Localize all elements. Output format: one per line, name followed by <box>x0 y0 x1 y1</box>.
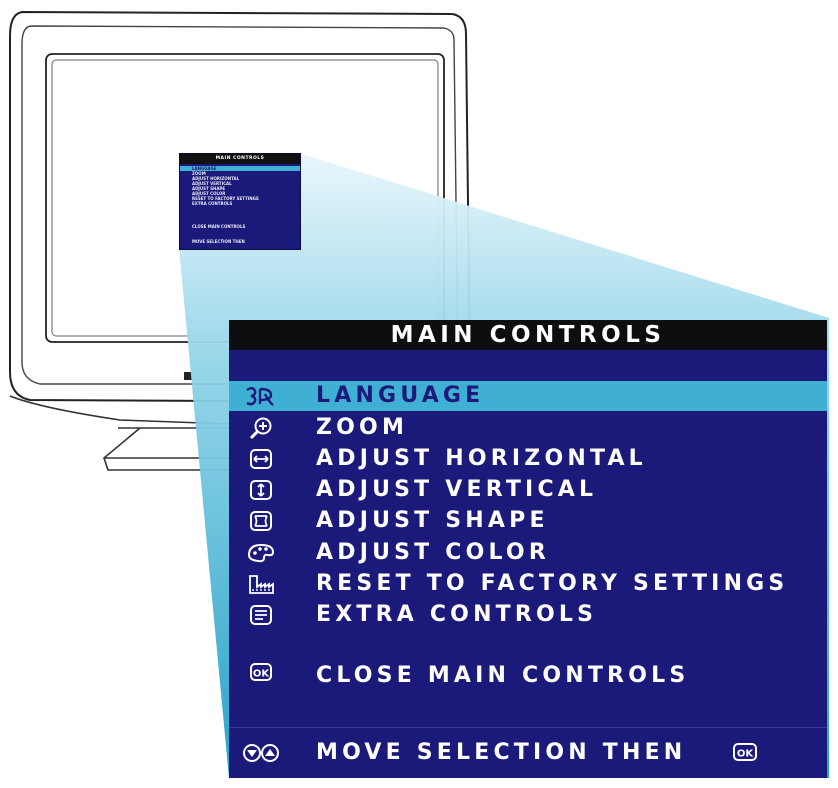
osd-main-controls-panel: MAIN CONTROLS LANGUAGE ZOOM ADJUST HORIZ… <box>229 320 827 778</box>
menu-item-adjust-vertical[interactable]: ADJUST VERTICAL <box>229 475 827 505</box>
footer-label: MOVE SELECTION THEN <box>316 740 687 765</box>
menu-item-label: ADJUST HORIZONTAL <box>316 446 647 471</box>
horizontal-adjust-icon <box>250 449 272 469</box>
vertical-adjust-icon <box>250 480 272 500</box>
extra-controls-icon <box>250 605 272 625</box>
mini-item-reset: RESET TO FACTORY SETTINGS <box>192 196 259 201</box>
osd-footer: MOVE SELECTION THEN OK <box>229 738 827 768</box>
shape-adjust-icon <box>250 511 272 531</box>
menu-item-label: ADJUST VERTICAL <box>316 477 598 502</box>
menu-item-label: ADJUST COLOR <box>316 540 550 565</box>
menu-item-zoom[interactable]: ZOOM <box>229 413 827 443</box>
menu-item-close-main-controls[interactable]: OK CLOSE MAIN CONTROLS <box>229 661 827 691</box>
menu-item-adjust-horizontal[interactable]: ADJUST HORIZONTAL <box>229 444 827 474</box>
menu-item-label: EXTRA CONTROLS <box>316 602 598 627</box>
ok-icon: OK <box>250 663 272 681</box>
factory-icon <box>249 575 274 594</box>
menu-item-label: ADJUST SHAPE <box>316 508 549 533</box>
mini-item-adjust-color: ADJUST COLOR <box>192 191 226 196</box>
mini-item-extra-controls: EXTRA CONTROLS <box>192 201 233 206</box>
menu-item-adjust-shape[interactable]: ADJUST SHAPE <box>229 506 827 536</box>
mini-item-adjust-shape: ADJUST SHAPE <box>192 186 226 191</box>
language-icon <box>246 387 274 406</box>
mini-osd-screen: MAIN CONTROLS LANGUAGE ZOOM ADJUST HORIZ… <box>179 153 301 250</box>
mini-item-language: LANGUAGE <box>180 166 300 171</box>
menu-item-label: LANGUAGE <box>316 383 485 408</box>
osd-footer-divider <box>229 727 827 728</box>
mini-item-adjust-horizontal: ADJUST HORIZONTAL <box>192 176 240 181</box>
menu-item-label: CLOSE MAIN CONTROLS <box>316 663 690 688</box>
mini-osd-footer: MOVE SELECTION THEN <box>192 239 245 244</box>
menu-item-adjust-color[interactable]: ADJUST COLOR <box>229 538 827 568</box>
osd-title: MAIN CONTROLS <box>229 320 827 350</box>
ok-text: OK <box>737 749 755 760</box>
mini-item-adjust-vertical: ADJUST VERTICAL <box>192 181 232 186</box>
zoom-icon <box>249 417 272 440</box>
down-up-arrows-icon <box>243 744 279 762</box>
mini-item-zoom: ZOOM <box>192 171 206 176</box>
menu-item-label: ZOOM <box>316 415 409 440</box>
mini-osd-close: CLOSE MAIN CONTROLS <box>192 224 246 229</box>
mini-osd-title: MAIN CONTROLS <box>180 154 300 164</box>
mini-osd-list: LANGUAGE ZOOM ADJUST HORIZONTAL ADJUST V… <box>180 166 300 206</box>
menu-item-extra-controls[interactable]: EXTRA CONTROLS <box>229 600 827 630</box>
menu-item-reset-factory[interactable]: RESET TO FACTORY SETTINGS <box>229 569 827 599</box>
ok-text: OK <box>253 669 271 680</box>
color-palette-icon <box>247 543 275 563</box>
menu-item-language[interactable]: LANGUAGE <box>229 381 827 411</box>
menu-item-label: RESET TO FACTORY SETTINGS <box>316 571 789 596</box>
ok-icon: OK <box>733 743 757 761</box>
